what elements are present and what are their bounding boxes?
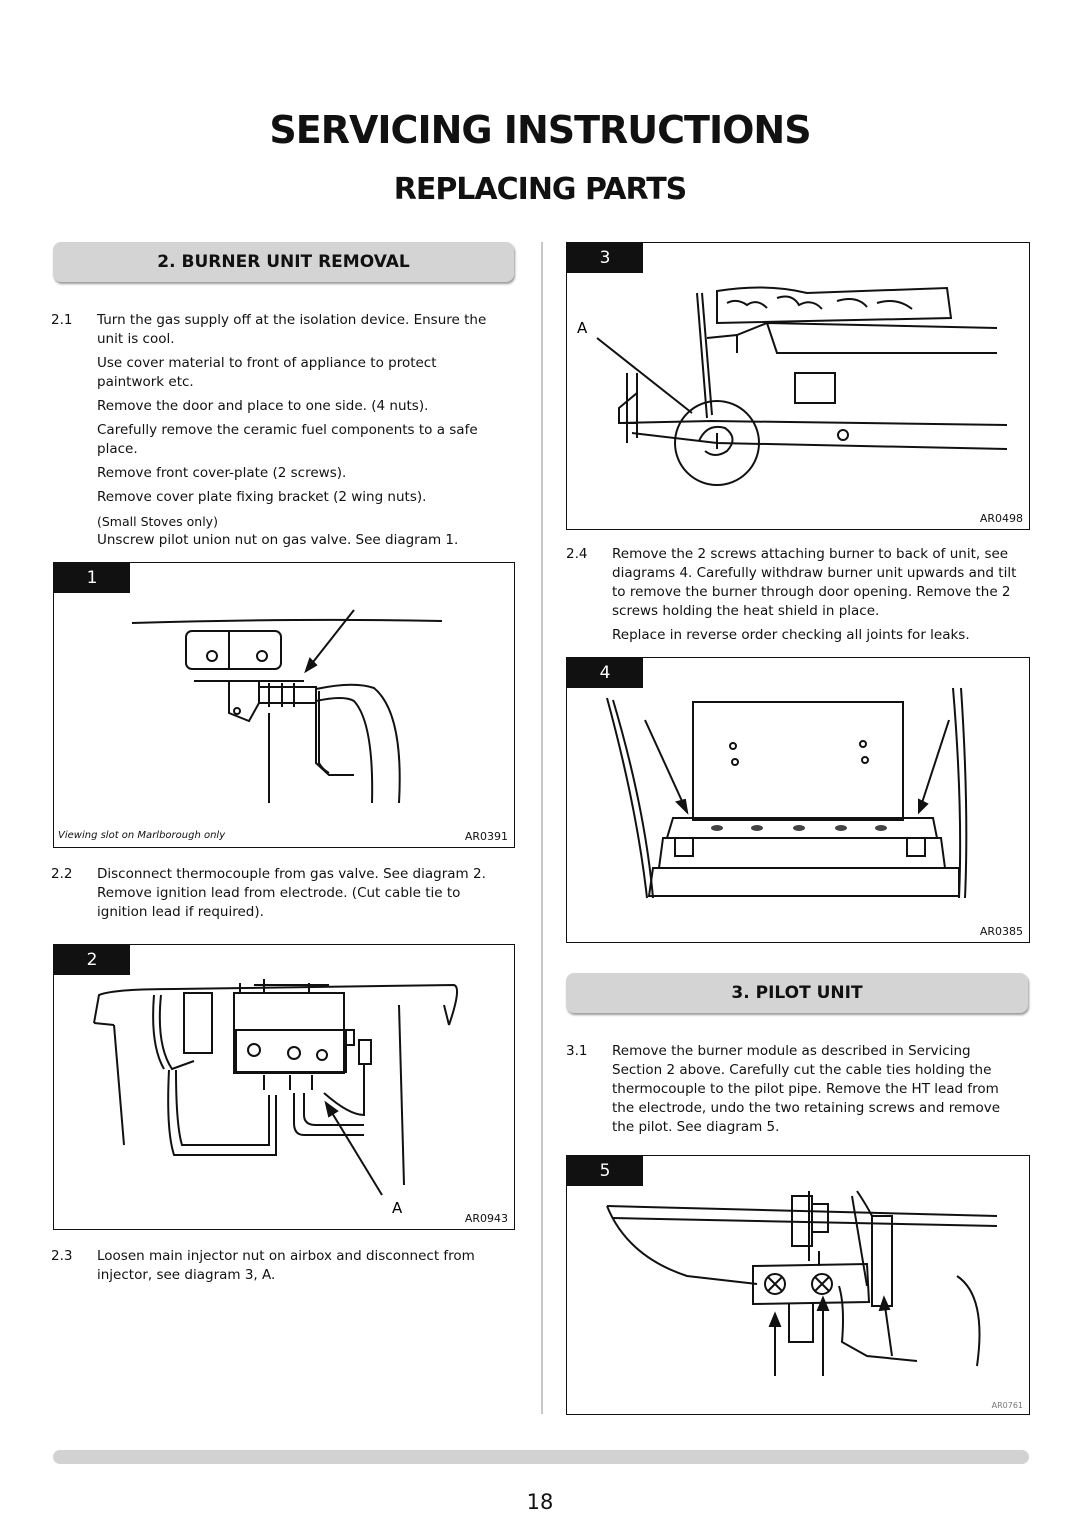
- footer-bar: [53, 1450, 1029, 1464]
- diagram-number-badge: 1: [54, 563, 130, 593]
- text-line: Remove cover plate fixing bracket (2 win…: [97, 489, 427, 505]
- callout-label-a: A: [392, 1199, 403, 1217]
- paragraph-text: Turn the gas supply off at the isolation…: [97, 311, 486, 550]
- diagram-reference-code: AR0391: [464, 830, 508, 843]
- paragraph-number: 2.3: [51, 1248, 73, 1264]
- text-line: Turn the gas supply off at the isolation…: [97, 312, 487, 328]
- page-title: SERVICING INSTRUCTIONS: [269, 108, 811, 152]
- paragraph-number: 2.4: [566, 546, 588, 562]
- diagram-caption: Viewing slot on Marlborough only: [58, 830, 226, 841]
- diagram-1: 1 Viewing slot on Marlborough only AR039…: [53, 562, 515, 848]
- text-line: thermocouple to the pilot pipe. Remove t…: [612, 1081, 999, 1097]
- diagram-1-drawing: [131, 609, 443, 804]
- diagram-number-badge: 4: [567, 658, 643, 688]
- column-divider: [541, 242, 543, 1414]
- diagram-2-drawing: A: [93, 979, 459, 1217]
- diagram-5: 5 AR0761: [566, 1155, 1030, 1415]
- paragraph-text: Remove the burner module as described in…: [612, 1042, 1000, 1137]
- diagram-reference-code: AR0498: [979, 512, 1023, 525]
- paragraph-number: 3.1: [566, 1043, 588, 1059]
- diagram-number-badge: 5: [567, 1156, 643, 1186]
- diagram-number-badge: 2: [54, 945, 130, 975]
- paragraph-text: Loosen main injector nut on airbox and d…: [97, 1247, 475, 1285]
- diagram-reference-code: AR0761: [991, 1401, 1023, 1410]
- paragraph-3-1: 3.1 Remove the burner module as describe…: [566, 1042, 1036, 1142]
- text-line: paintwork etc.: [97, 374, 194, 390]
- text-line: the electrode, undo the two retaining sc…: [612, 1100, 1000, 1116]
- text-line: Remove the door and place to one side. (…: [97, 398, 429, 414]
- diagram-3: A 3 AR0498: [566, 242, 1030, 530]
- text-line: Disconnect thermocouple from gas valve. …: [97, 866, 486, 882]
- section-heading-burner: 2. BURNER UNIT REMOVAL: [53, 242, 514, 282]
- diagram-5-drawing: [606, 1190, 998, 1376]
- text-line: Loosen main injector nut on airbox and d…: [97, 1248, 475, 1264]
- text-line: Unscrew pilot union nut on gas valve. Se…: [97, 532, 459, 548]
- text-line: screws holding the heat shield in place.: [612, 603, 880, 619]
- diagram-3-drawing: A: [577, 286, 1008, 486]
- text-line: Replace in reverse order checking all jo…: [612, 627, 970, 643]
- section-heading-pilot: 3. PILOT UNIT: [566, 973, 1028, 1013]
- text-line: Remove ignition lead from electrode. (Cu…: [97, 885, 461, 901]
- page-number: 18: [526, 1490, 554, 1514]
- text-line: unit is cool.: [97, 331, 175, 347]
- text-line: (Small Stoves only): [97, 514, 218, 529]
- paragraph-2-4: 2.4 Remove the 2 screws attaching burner…: [566, 545, 1036, 650]
- text-line: Use cover material to front of appliance…: [97, 355, 437, 371]
- callout-label-a: A: [577, 319, 588, 337]
- diagram-number-badge: 3: [567, 243, 643, 273]
- text-line: the pilot. See diagram 5.: [612, 1119, 780, 1135]
- diagram-reference-code: AR0385: [979, 925, 1023, 938]
- text-line: place.: [97, 441, 138, 457]
- text-line: Section 2 above. Carefully cut the cable…: [612, 1062, 992, 1078]
- text-line: injector, see diagram 3, A.: [97, 1267, 276, 1283]
- diagram-2: A 2 AR0943: [53, 944, 515, 1230]
- diagram-4-drawing: [606, 687, 968, 899]
- paragraph-text: Disconnect thermocouple from gas valve. …: [97, 865, 486, 922]
- paragraph-2-2: 2.2 Disconnect thermocouple from gas val…: [51, 865, 521, 925]
- text-line: Carefully remove the ceramic fuel compon…: [97, 422, 478, 438]
- text-line: to remove the burner through door openin…: [612, 584, 1011, 600]
- text-line: Remove the burner module as described in…: [612, 1043, 971, 1059]
- diagram-reference-code: AR0943: [464, 1212, 508, 1225]
- diagram-4: 4 AR0385: [566, 657, 1030, 943]
- paragraph-number: 2.2: [51, 866, 73, 882]
- paragraph-number: 2.1: [51, 312, 73, 328]
- text-line: diagrams 4. Carefully withdraw burner un…: [612, 565, 1017, 581]
- paragraph-2-3: 2.3 Loosen main injector nut on airbox a…: [51, 1247, 521, 1287]
- text-line: ignition lead if required).: [97, 904, 264, 920]
- paragraph-text: Remove the 2 screws attaching burner to …: [612, 545, 1016, 645]
- paragraph-2-1: 2.1 Turn the gas supply off at the isola…: [51, 311, 521, 551]
- text-line: Remove front cover-plate (2 screws).: [97, 465, 347, 481]
- text-line: Remove the 2 screws attaching burner to …: [612, 546, 1009, 562]
- page-subtitle: REPLACING PARTS: [393, 172, 688, 207]
